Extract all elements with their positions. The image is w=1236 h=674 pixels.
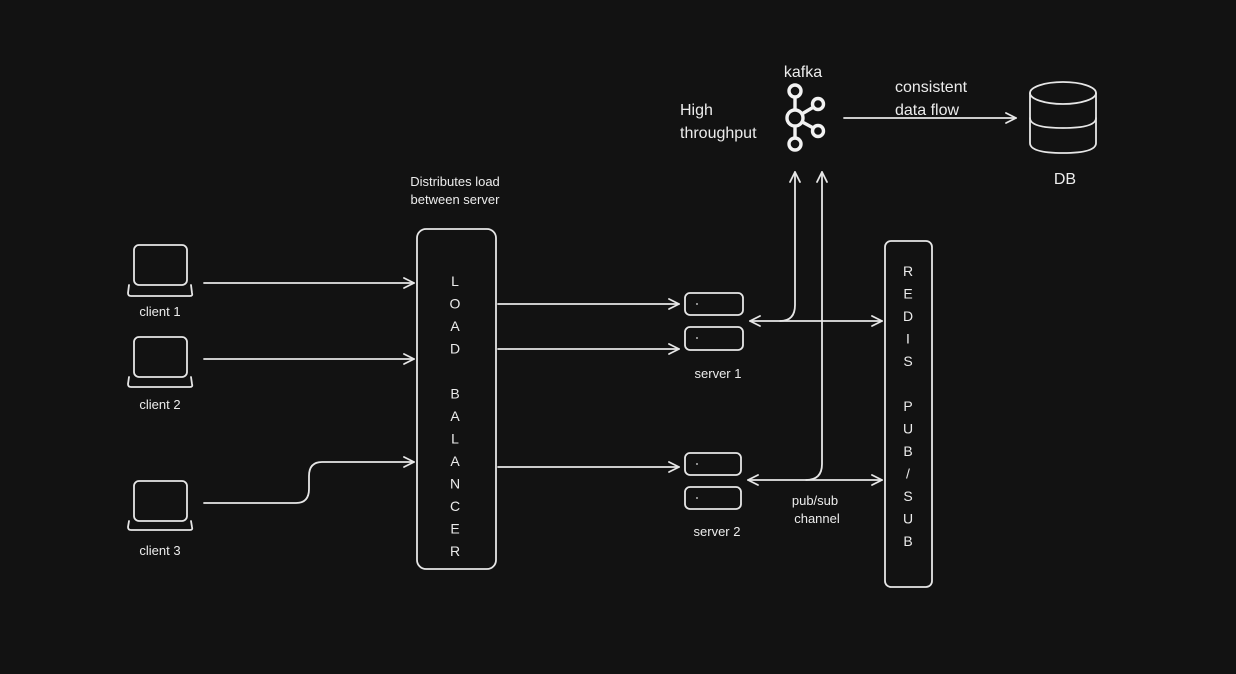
load-balancer-letter: O [450,296,461,312]
client-1: client 1 [127,244,194,319]
laptop-icon [127,244,194,297]
load-balancer-box [416,228,497,570]
load-balancer-letter: R [450,543,460,559]
database: DB [1029,81,1097,188]
client-arrows [203,277,415,504]
database-icon [1029,81,1097,154]
laptop-icon [127,480,194,531]
redis-letter: R [903,263,913,279]
redis-letter: / [906,466,910,482]
load-balancer-letter: C [450,498,460,514]
load-balancer-letter: E [450,521,459,537]
load-balancer-letter: A [450,453,460,469]
kafka-note-line2: throughput [680,125,757,142]
redis-letter: B [903,533,912,549]
client-3-label: client 3 [139,543,180,558]
server-icon [684,292,744,351]
flow-label-line2: data flow [895,102,959,119]
kafka-icon [785,83,826,152]
flow-label-line1: consistent [895,79,968,96]
load-balancer-letter: B [450,386,459,402]
server-1-label: server 1 [695,366,742,381]
kafka: kafka High throughput [680,64,826,152]
kafka-db-flow: consistent data flow [843,79,1017,124]
arrow-client3-to-lb [203,456,415,504]
redis-letter: D [903,308,913,324]
arrow-server2-to-kafka [805,171,828,481]
server-2-label: server 2 [694,524,741,539]
redis-box [884,240,933,588]
client-1-label: client 1 [139,304,180,319]
redis-letter: S [903,488,912,504]
redis-letter: I [906,331,910,347]
lb-note-line1: Distributes load [410,174,500,189]
redis-letter: S [903,353,912,369]
channel-label-line2: channel [794,511,840,526]
server-1: server 1 [684,292,744,381]
redis-letter: B [903,443,912,459]
load-balancer: Distributes load between server LOADBALA… [410,174,501,570]
load-balancer-letter: L [451,431,459,447]
load-balancer-letter: N [450,476,460,492]
laptop-icon [127,336,194,388]
load-balancer-letter: A [450,408,460,424]
db-label: DB [1054,171,1076,188]
kafka-label: kafka [784,64,822,81]
server-2: server 2 [684,452,742,539]
client-3: client 3 [127,480,194,558]
channel-label-line1: pub/sub [792,493,838,508]
load-balancer-letter: A [450,318,460,334]
redis-letter: E [903,286,912,302]
kafka-note-line1: High [680,102,713,119]
redis-letter: P [903,398,912,414]
load-balancer-letter: D [450,341,460,357]
lb-note-line2: between server [411,192,501,207]
load-balancer-letter: L [451,273,459,289]
redis-letter: U [903,421,913,437]
pubsub-arrows: pub/sub channel [747,171,883,526]
server-icon [684,452,742,510]
client-2: client 2 [127,336,194,412]
redis-letter: U [903,511,913,527]
arrow-server1-to-kafka [779,171,801,322]
client-2-label: client 2 [139,397,180,412]
lb-arrows [497,298,680,473]
